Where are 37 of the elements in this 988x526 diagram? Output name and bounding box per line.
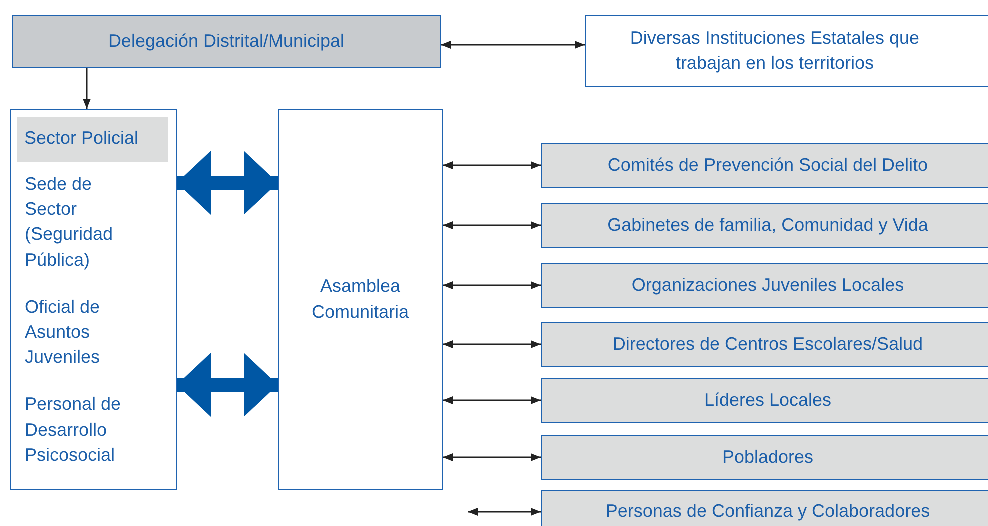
box-label: Personal de Desarrollo Psicosocial <box>25 393 122 467</box>
process-box <box>12 15 441 68</box>
box-label: Delegación Distrital/Municipal <box>108 30 345 53</box>
process-box <box>16 116 168 162</box>
box-label: Gabinetes de familia, Comunidad y Vida <box>608 214 928 237</box>
block-arrow <box>177 151 278 215</box>
process-box <box>585 15 988 87</box>
box-label: Comités de Prevención Social del Delito <box>608 154 928 177</box>
process-box <box>541 143 988 188</box>
box-label: Organizaciones Juveniles Locales <box>632 274 904 297</box>
double-arrow <box>443 396 541 404</box>
process-box <box>10 109 177 490</box>
box-label: Directores de Centros Escolares/Salud <box>612 332 924 356</box>
double-arrow <box>443 454 541 462</box>
box-label: Asamblea Comunitaria <box>310 275 410 324</box>
double-arrow <box>443 162 541 170</box>
box-label: Sector Policial <box>24 127 139 150</box>
process-box <box>541 263 988 308</box>
double-arrow <box>443 282 541 290</box>
box-label: Diversas Instituciones Estatales que trabajan en los territorios <box>629 26 921 75</box>
process-box <box>541 322 988 367</box>
block-arrow <box>177 353 278 417</box>
double-arrow <box>443 222 541 230</box>
box-label: Pobladores <box>722 446 814 469</box>
double-arrow <box>441 41 585 49</box>
box-label: Líderes Locales <box>704 388 832 412</box>
arrow <box>83 68 91 109</box>
process-box <box>541 378 988 423</box>
box-label: Oficial de Asuntos Juveniles <box>25 296 102 370</box>
box-label: Sede de Sector (Seguridad Pública) <box>25 173 114 272</box>
process-box <box>278 109 443 490</box>
box-label: Personas de Confianza y Colaboradores <box>606 500 930 524</box>
double-arrow <box>443 340 541 348</box>
process-box <box>541 203 988 248</box>
process-box <box>541 490 988 526</box>
process-box <box>541 435 988 480</box>
double-arrow <box>468 508 541 516</box>
